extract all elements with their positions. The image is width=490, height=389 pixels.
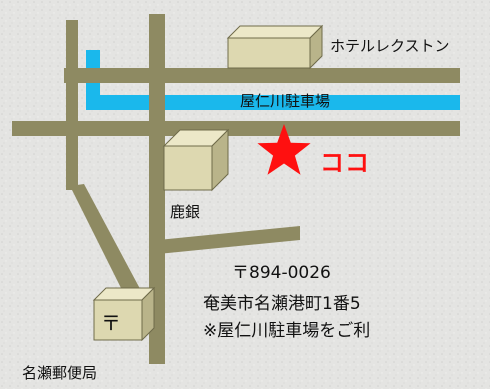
road-west-vertical xyxy=(66,20,78,190)
road-lower xyxy=(158,226,300,254)
road-main-vertical xyxy=(149,14,165,364)
hotel-building xyxy=(226,24,324,70)
post-office-mark-icon: 〒 xyxy=(101,311,121,335)
post-office-building xyxy=(92,286,156,342)
river-horizontal xyxy=(86,95,460,110)
here-label: ココ xyxy=(320,149,370,177)
bank-label: 鹿銀 xyxy=(170,203,201,221)
parking-label: 屋仁川駐車場 xyxy=(240,92,331,110)
parking-note: ※屋仁川駐車場をご利 xyxy=(203,321,371,341)
roads xyxy=(12,14,460,364)
location-star-marker xyxy=(257,124,311,175)
post-office-label: 名瀬郵便局 xyxy=(22,364,98,382)
road-top xyxy=(64,68,460,83)
road-middle xyxy=(12,121,460,136)
bank-building xyxy=(162,128,230,192)
street-address: 奄美市名瀬港町1番5 xyxy=(203,294,361,314)
postal-code: 〒894-0026 xyxy=(232,263,331,283)
hotel-label: ホテルレクストン xyxy=(330,37,450,55)
road-diagonal xyxy=(70,184,146,306)
